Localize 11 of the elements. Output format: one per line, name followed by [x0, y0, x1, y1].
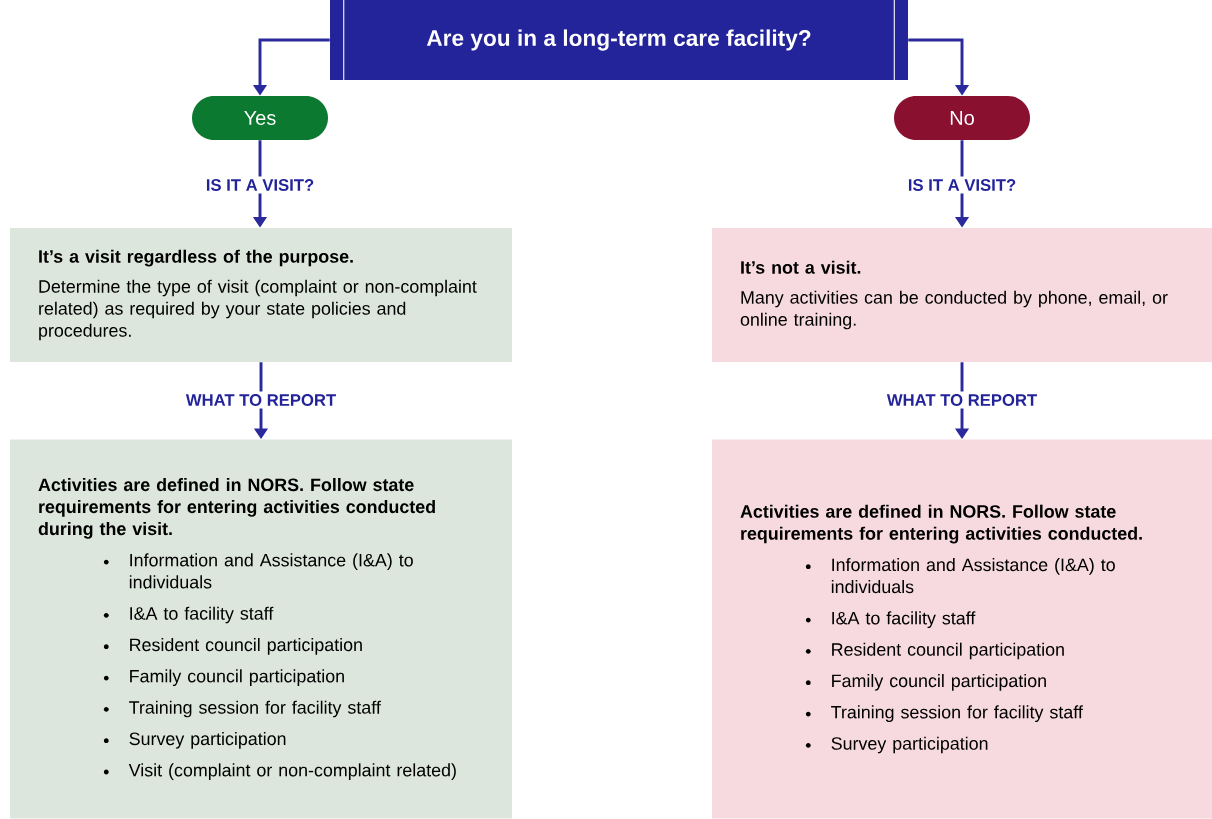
- info-box: Activities are defined in NORS. Follow state requirements for entering activities conducted. Information and Assistance (I&A) to individuals I&A to facility staff Resident council participation Family council participation Training session for facility staff Survey participation: [712, 439, 1212, 819]
- edge-label: WHAT TO REPORT: [884, 391, 1040, 409]
- question-box: Are you in a long-term care facility?: [330, 0, 908, 81]
- info-box: Activities are defined in NORS. Follow state requirements for entering activities conducted during the visit. Information and Assistance (I&A) to individuals I&A to facility staff Resident council participation Family council participation Training session for facility staff Survey participation Visit (complaint or non-complaint related): [10, 439, 512, 819]
- answer-pill: No: [894, 96, 1030, 140]
- edge-label: IS IT A VISIT?: [203, 176, 317, 194]
- edge-label: WHAT TO REPORT: [183, 391, 339, 409]
- info-box: It’s a visit regardless of the purpose. Determine the type of visit (complaint or non-complaint related) as required by your state policies and procedures.: [10, 228, 512, 362]
- answer-pill: Yes: [192, 96, 328, 140]
- info-box: It’s not a visit. Many activities can be conducted by phone, email, or online training.: [712, 228, 1212, 362]
- edge-label: IS IT A VISIT?: [905, 176, 1019, 194]
